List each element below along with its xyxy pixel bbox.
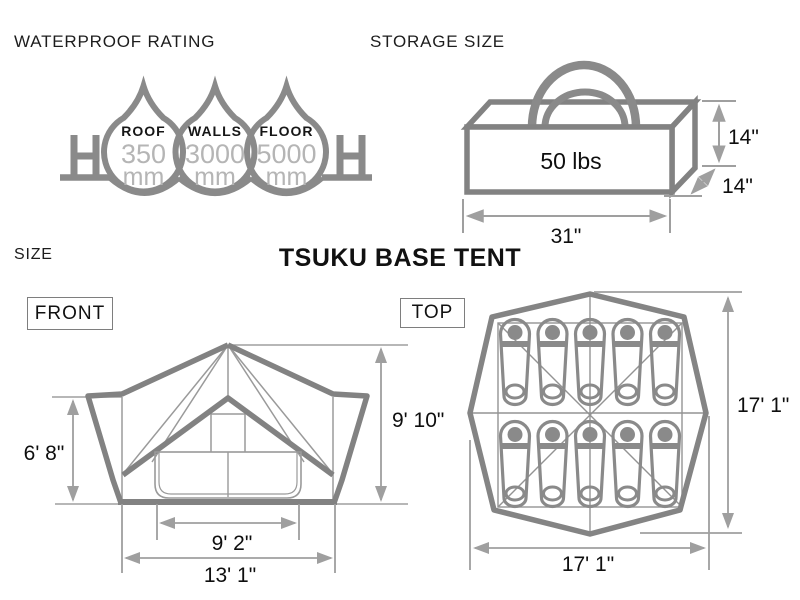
sleeping-bag-icon — [501, 320, 530, 405]
drop-walls-label: WALLS — [188, 123, 242, 139]
storage-depth-value: 14" — [722, 175, 753, 198]
tent-front-view: 6' 8" 9' 10" 9' 2" 13' 1" — [24, 342, 444, 587]
drop-roof-unit: mm — [123, 163, 165, 191]
duffel-bag-icon: 50 lbs — [460, 60, 702, 199]
sleeping-bag-icon — [651, 320, 680, 405]
top-view-label-text: TOP — [411, 302, 454, 323]
front-view-label-text: FRONT — [34, 302, 106, 324]
tent-door-icon — [154, 451, 302, 499]
h-endcap-left-icon — [70, 135, 100, 177]
storage-height-dimension — [702, 100, 736, 167]
sleeping-bag-icon — [538, 422, 567, 507]
sleeping-bag-icon — [538, 320, 567, 405]
storage-depth-dimension — [664, 168, 716, 197]
drop-walls-value: 3000 — [185, 139, 245, 169]
bag-weight-label: 50 lbs — [540, 148, 601, 174]
top-depth-value: 17' 1" — [737, 394, 789, 417]
drop-floor-value: 5000 — [256, 139, 316, 169]
top-dimension-lines — [469, 291, 742, 570]
sleeping-bag-icon — [501, 422, 530, 507]
front-side-height-value: 6' 8" — [24, 442, 65, 465]
bag-handle-back-icon — [541, 88, 629, 128]
waterproof-illustration: ROOF 350 mm WALLS 3000 mm FLOOR 5000 mm — [60, 75, 372, 196]
storage-size-heading: STORAGE SIZE — [370, 32, 505, 51]
sleeping-bag-icon — [613, 320, 642, 405]
storage-width-value: 31" — [551, 225, 582, 248]
tent-top-outline-icon — [467, 291, 709, 537]
storage-width-dimension — [462, 199, 671, 233]
size-heading: SIZE — [14, 246, 53, 263]
water-drop-walls-icon: WALLS 3000 mm — [172, 75, 258, 195]
storage-height-value: 14" — [728, 126, 759, 149]
top-width-value: 17' 1" — [562, 553, 614, 576]
bag-handle-front-icon — [527, 60, 641, 128]
front-inner-width-value: 9' 2" — [212, 532, 253, 555]
tent-top-view: 17' 1" 17' 1" — [467, 291, 789, 576]
h-endcap-right-icon — [336, 135, 366, 177]
front-peak-height-value: 9' 10" — [392, 409, 444, 432]
tent-front-outline-icon — [85, 342, 370, 505]
sleeping-bag-icon — [613, 422, 642, 507]
front-view-label: FRONT — [27, 297, 113, 330]
sleeping-bag-icon — [651, 422, 680, 507]
storage-illustration: 50 lbs 14" 14" 31" — [460, 60, 759, 248]
drop-floor-label: FLOOR — [260, 123, 314, 139]
water-drop-roof-icon: ROOF 350 mm — [101, 75, 186, 195]
drop-roof-value: 350 — [121, 139, 166, 169]
drop-floor-unit: mm — [266, 163, 308, 191]
water-drop-floor-icon: FLOOR 5000 mm — [244, 75, 329, 195]
drop-roof-label: ROOF — [121, 123, 165, 139]
page-title: TSUKU BASE TENT — [278, 244, 522, 272]
top-view-label: TOP — [400, 298, 465, 328]
front-outer-width-value: 13' 1" — [204, 564, 256, 587]
front-dimension-lines — [66, 346, 388, 573]
drop-walls-unit: mm — [194, 163, 236, 191]
front-reference-lines — [52, 344, 408, 505]
waterproof-rating-heading: WATERPROOF RATING — [14, 32, 216, 51]
